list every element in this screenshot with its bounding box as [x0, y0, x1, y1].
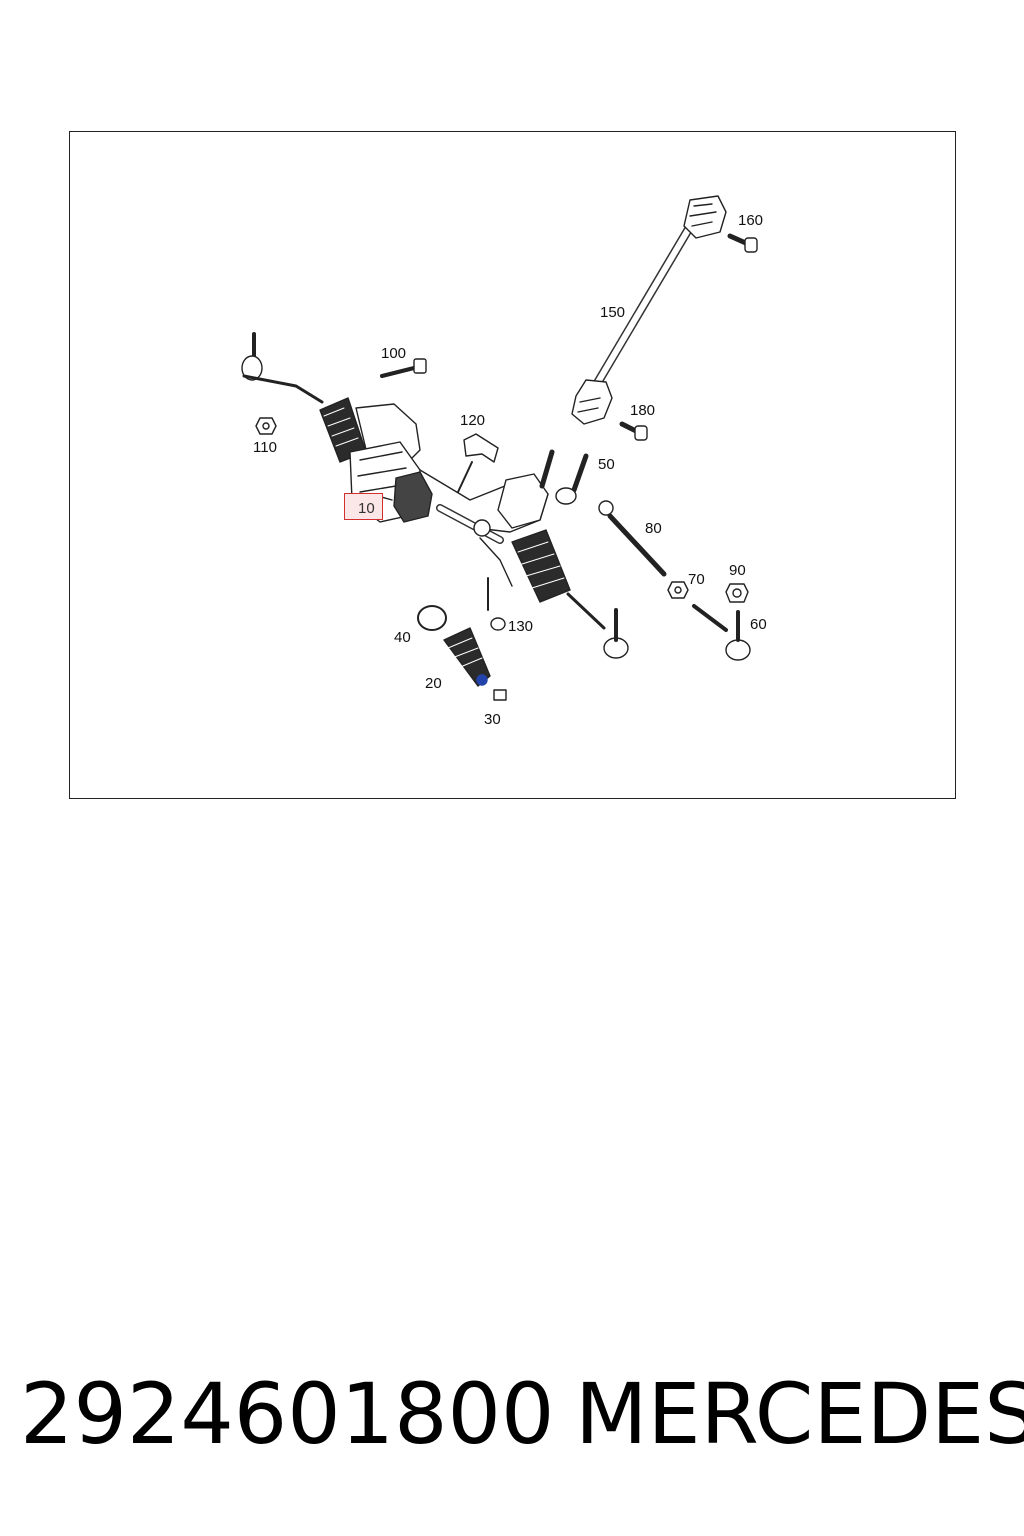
diagram-frame — [69, 131, 956, 799]
part-number: 2924601800 — [20, 1365, 555, 1463]
right-tie-rod-end — [511, 529, 629, 659]
callout-60: 60 — [750, 616, 767, 633]
nut-90 — [725, 583, 749, 603]
callout-150: 150 — [600, 304, 626, 321]
callout-70: 70 — [688, 571, 705, 588]
bracket-120 — [457, 433, 499, 493]
steering-shaft — [571, 195, 727, 425]
footer-caption: 2924601800 MERCEDES — [20, 1365, 1024, 1463]
rack-housing — [319, 397, 549, 587]
callout-130: 130 — [508, 618, 534, 635]
callout-10-highlighted[interactable]: 10 — [344, 493, 383, 520]
nut-110 — [255, 417, 277, 435]
callout-20: 20 — [425, 675, 442, 692]
steering-rack-diagram — [241, 195, 758, 701]
callout-80: 80 — [645, 520, 662, 537]
callout-160: 160 — [738, 212, 764, 229]
callout-40: 40 — [394, 629, 411, 646]
nut-70 — [667, 581, 689, 599]
left-tie-rod-end — [241, 332, 324, 404]
clip-30 — [493, 689, 507, 701]
bolt-180 — [619, 421, 648, 441]
inner-tie-rod-80 — [598, 500, 667, 577]
callout-50: 50 — [598, 456, 615, 473]
callout-180: 180 — [630, 402, 656, 419]
clamp-130 — [487, 577, 506, 631]
pinion-parts-50 — [539, 449, 589, 505]
clamp-ring-40 — [417, 605, 447, 631]
bellows-20 — [443, 627, 491, 687]
tie-rod-end-60 — [692, 604, 751, 661]
callout-110: 110 — [253, 439, 277, 456]
callout-90: 90 — [729, 562, 746, 579]
brand-name: MERCEDES — [575, 1365, 1024, 1463]
bolt-160 — [727, 233, 758, 253]
callout-120: 120 — [460, 412, 486, 429]
callout-100: 100 — [381, 345, 407, 362]
callout-30: 30 — [484, 711, 501, 728]
bolt-100 — [380, 358, 427, 378]
